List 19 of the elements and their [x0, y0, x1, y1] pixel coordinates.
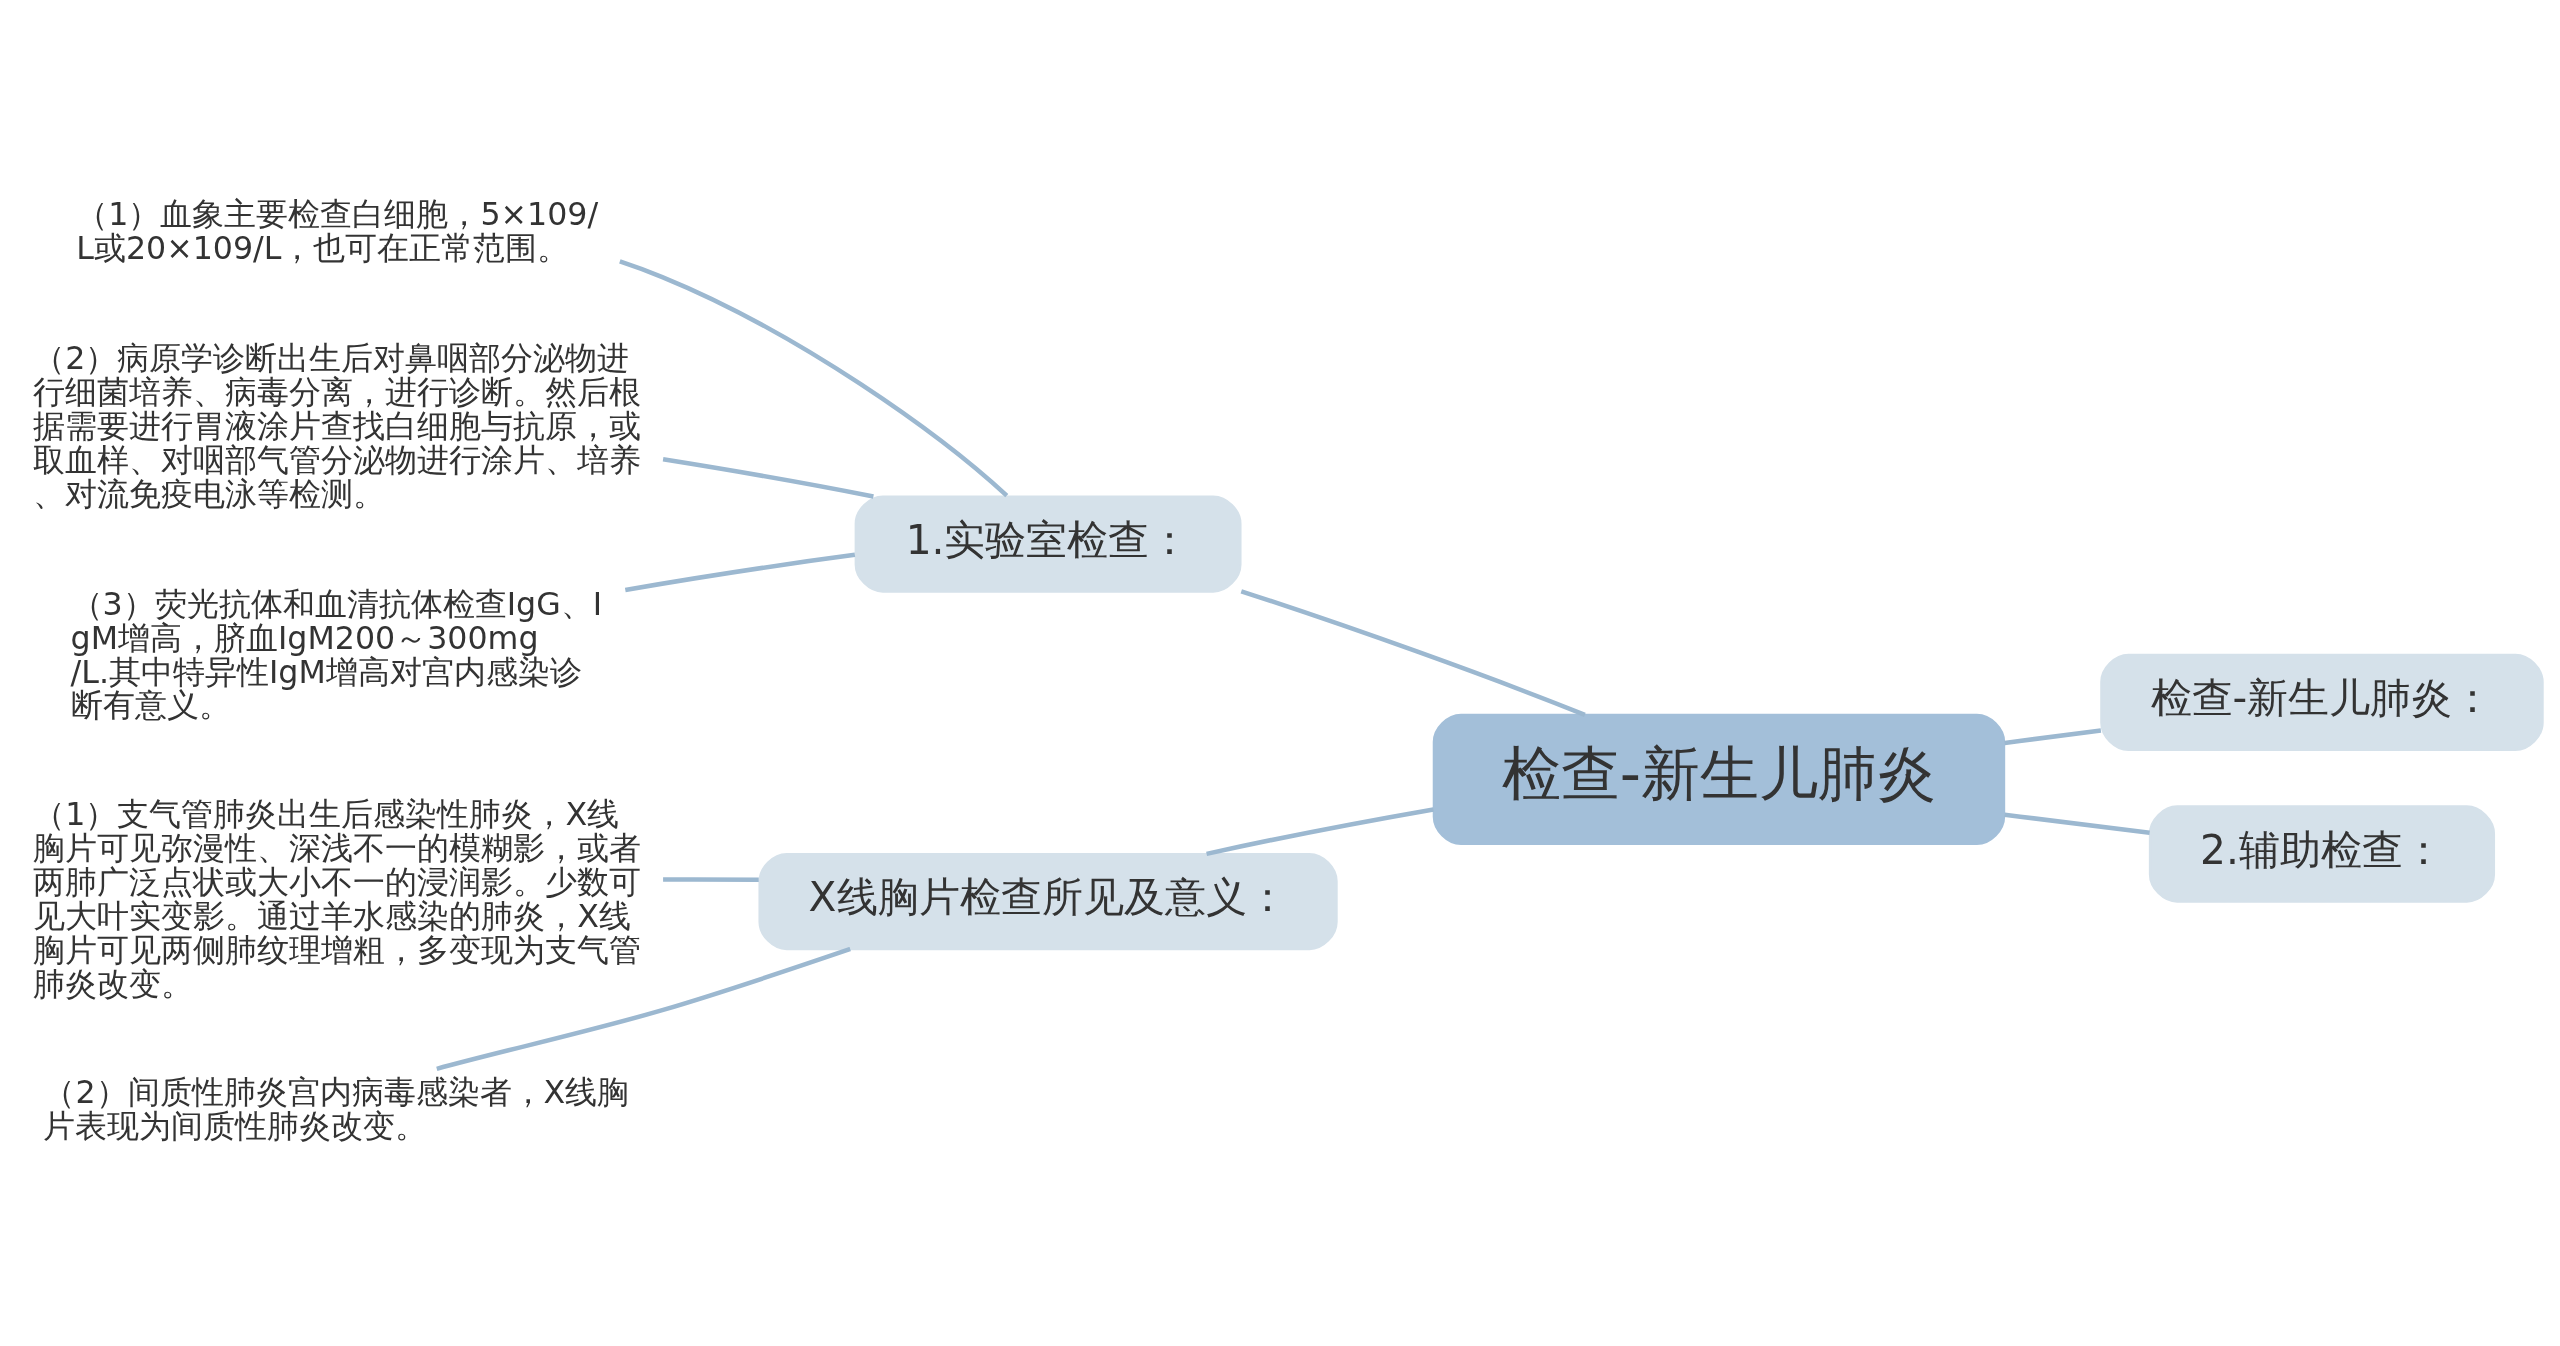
connector — [663, 877, 759, 883]
node-text: （3）荧光抗体和血清抗体检查IgG、IgM增高，脐血IgM200～300mg/L.其中特异性IgM增高对宫内感染诊断有意义。 — [70, 585, 603, 724]
connector — [436, 946, 851, 1071]
connector — [662, 457, 874, 499]
node-box: 检查-新生儿肺炎： — [2100, 653, 2544, 752]
node-text: （1）血象主要检查白细胞，5×109/L或20×109/L，也可在正常范围。 — [76, 196, 599, 267]
node-box: 2.辅助检查： — [2148, 805, 2496, 903]
node-box: 1.实验室检查： — [854, 495, 1242, 593]
node-box: X线胸片检查所见及意义： — [758, 852, 1338, 951]
connector — [1240, 589, 1586, 717]
node-box: 检查-新生儿肺炎 — [1432, 713, 2006, 845]
node-text: （1）支气管肺炎出生后感染性肺炎，X线胸片可见弥漫性、深浅不一的模糊影，或者两肺广泛点状或大小不一的浸润影。少数可见大叶实变影。通过羊水感染的肺炎，X线胸片可见两侧肺纹理增粗，多变现为支气管肺炎改变。 — [33, 796, 642, 1002]
connector — [1206, 807, 1434, 857]
node-text: （2）间质性肺炎宫内病毒感染者，X线胸片表现为间质性肺炎改变。 — [43, 1074, 630, 1145]
node-text: （2）病原学诊断出生后对鼻咽部分泌物进行细菌培养、病毒分离，进行诊断。然后根据需要进行胃液涂片查找白细胞与抗原，或取血样、对咽部气管分泌物进行涂片、培养、对流免疫电泳等检测。 — [33, 340, 642, 512]
connector — [619, 259, 1009, 498]
connector — [624, 552, 856, 593]
connector — [2004, 728, 2102, 746]
connector — [2004, 812, 2150, 836]
